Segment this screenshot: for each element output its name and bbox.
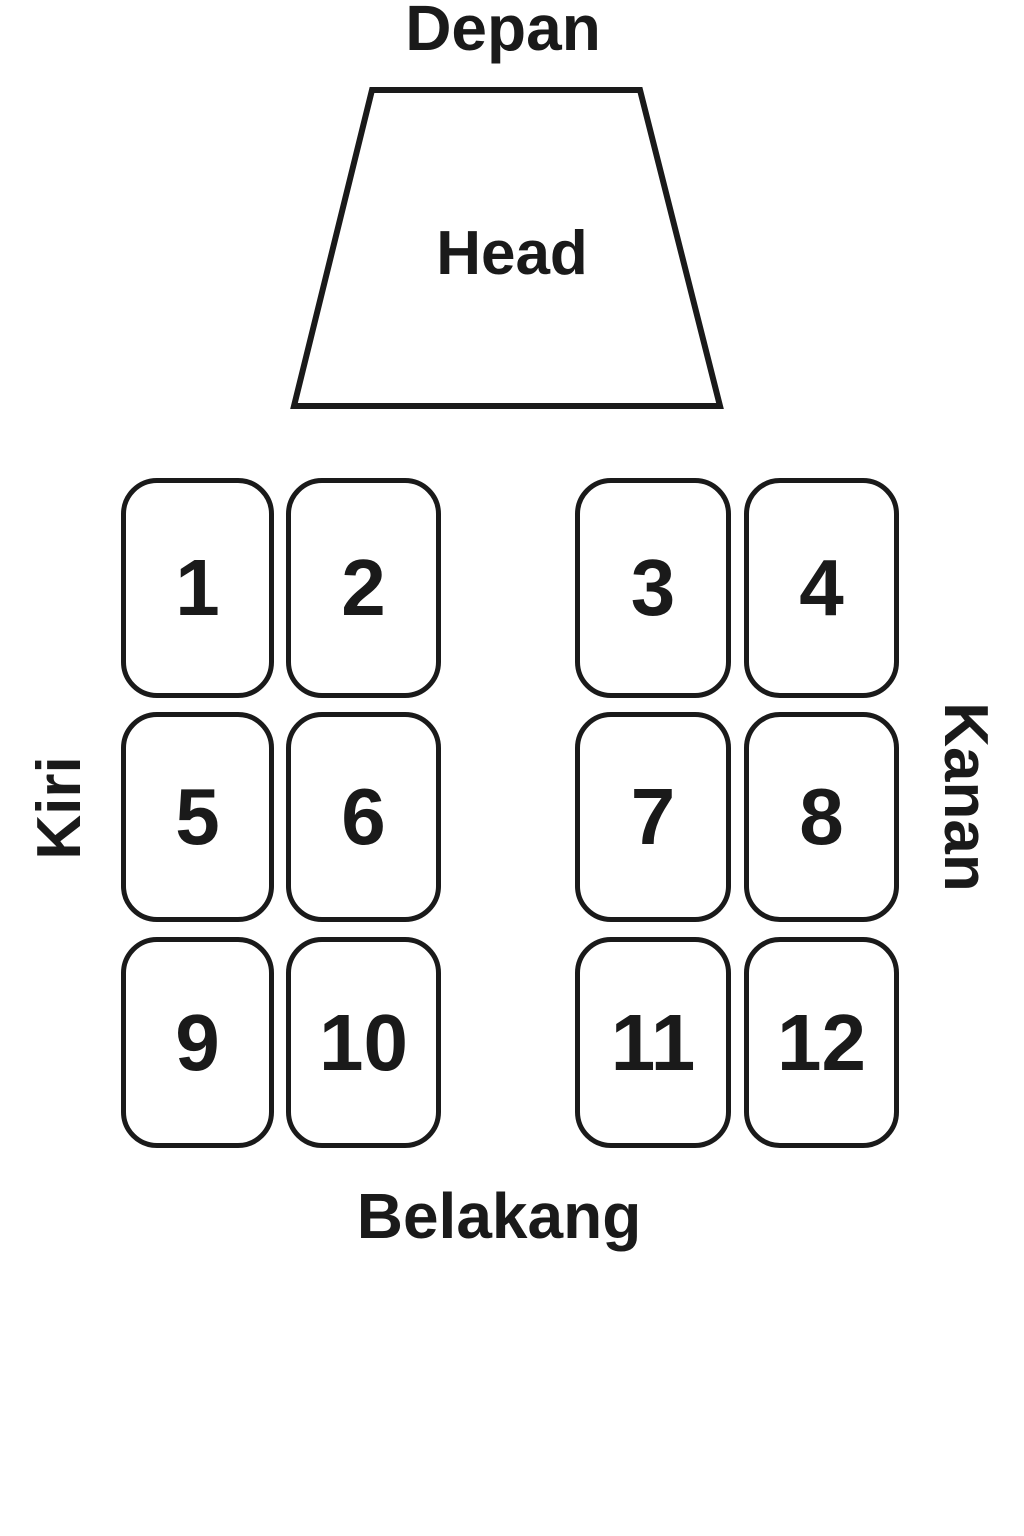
front-label: Depan: [405, 0, 601, 64]
seat-6[interactable]: 6: [286, 712, 441, 922]
seat-5[interactable]: 5: [121, 712, 274, 922]
head-table-outline: [290, 87, 724, 409]
back-label: Belakang: [356, 1180, 642, 1252]
seat-9[interactable]: 9: [121, 937, 274, 1148]
seat-4[interactable]: 4: [744, 478, 899, 698]
head-label: Head: [436, 219, 588, 288]
seat-8[interactable]: 8: [744, 712, 899, 922]
seat-1[interactable]: 1: [121, 478, 274, 698]
seat-12[interactable]: 12: [744, 937, 899, 1148]
seat-10[interactable]: 10: [286, 937, 441, 1148]
left-side-label: Kiri: [25, 756, 94, 860]
seat-2[interactable]: 2: [286, 478, 441, 698]
right-side-label: Kanan: [931, 702, 1000, 892]
seat-7[interactable]: 7: [575, 712, 731, 922]
head-table-shape: [290, 87, 724, 409]
seat-11[interactable]: 11: [575, 937, 731, 1148]
seat-3[interactable]: 3: [575, 478, 731, 698]
